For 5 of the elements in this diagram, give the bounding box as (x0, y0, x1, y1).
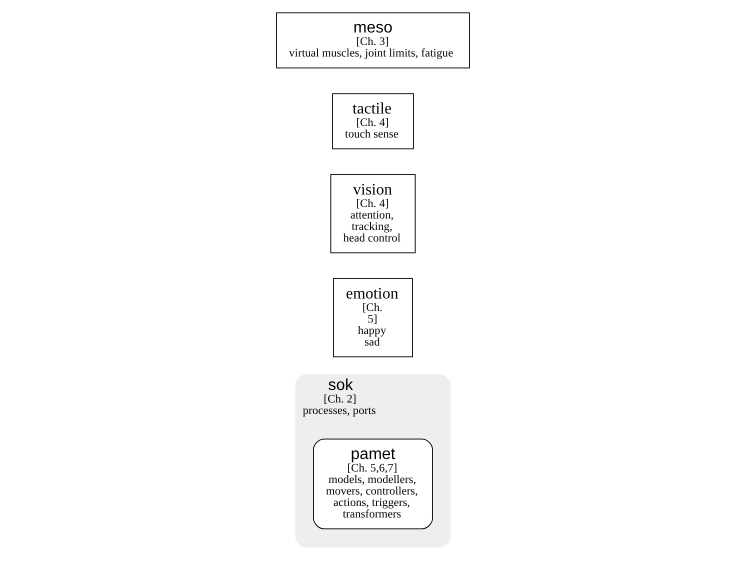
node-box: pamet [Ch. 5,6,7] models, modellers, movers, controllers, actions, triggers, transformers (313, 438, 433, 530)
node-box: tactile [Ch. 4] touch sense (332, 93, 414, 150)
node-box: vision [Ch. 4] attention, tracking, head control (330, 174, 416, 254)
node-box: emotion [Ch. 5] happy sad (333, 278, 413, 358)
node-box: meso [Ch. 3] virtual muscles, joint limits, fatigue (276, 12, 470, 68)
